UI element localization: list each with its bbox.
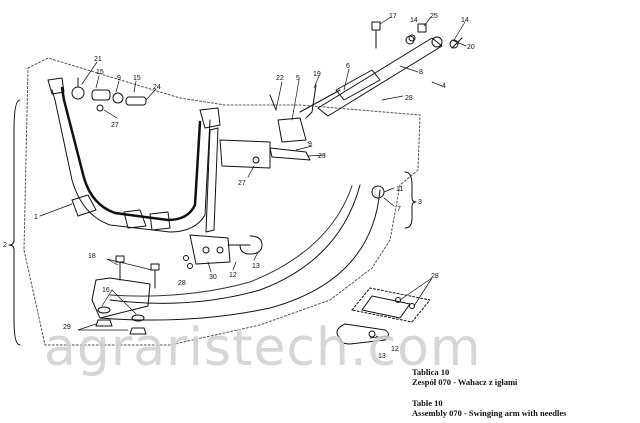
part-25: [417, 23, 427, 33]
bracket-plate: [189, 234, 231, 265]
assembly-2-outline: [23, 57, 421, 346]
label-1: 1: [34, 214, 38, 221]
label-2: 2: [3, 242, 7, 249]
label-16: 16: [102, 287, 110, 294]
label-27b: 27: [238, 180, 246, 187]
leader-lines: [39, 16, 467, 341]
label-8: 8: [419, 69, 423, 76]
label-29: 29: [63, 324, 71, 331]
washer-14-left: [405, 35, 415, 45]
label-19: 19: [313, 71, 321, 78]
label-18: 18: [88, 253, 96, 260]
label-21: 21: [94, 56, 102, 63]
main-frame-tube: [47, 77, 221, 233]
label-30: 30: [209, 274, 217, 281]
fasteners-left: [95, 255, 193, 335]
label-15a: 15: [96, 69, 104, 76]
label-22: 22: [276, 75, 284, 82]
label-17: 17: [389, 13, 397, 20]
brace-3: [404, 171, 417, 229]
label-14a: 14: [410, 17, 418, 24]
caption-pl-table: Tablica 10: [412, 367, 450, 377]
block-5-group: [219, 84, 317, 169]
label-5: 5: [296, 75, 300, 82]
caption-en-assembly: Assembly 070 - Swinging arm with needles: [412, 408, 567, 418]
label-14b: 14: [461, 17, 469, 24]
label-20: 20: [467, 44, 475, 51]
label-24: 24: [153, 84, 161, 91]
label-23: 23: [318, 153, 326, 160]
label-9a: 9: [117, 75, 121, 82]
label-28a: 28: [405, 95, 413, 102]
watermark: agraristech.com: [44, 318, 482, 378]
caption-en-table: Table 10: [412, 398, 443, 408]
label-4: 4: [442, 83, 446, 90]
brace-2: [8, 99, 21, 346]
eye-bolt-left: [227, 235, 263, 255]
label-12b: 12: [391, 346, 399, 353]
label-12a: 12: [229, 272, 237, 279]
caption-pl-assembly: Zespół 070 - Wahacz z igłami: [412, 377, 518, 387]
label-7: 7: [397, 206, 401, 213]
inset-detail: [336, 287, 431, 345]
label-3: 3: [418, 199, 422, 206]
label-13b: 13: [378, 353, 386, 360]
label-13a: 13: [252, 263, 260, 270]
pin-set-left: [71, 77, 147, 112]
pin-20: [451, 37, 463, 49]
part-number-labels: 1 2 3 4 5 6 7 8 9 9 11 12 12 13 13 14 14…: [3, 13, 475, 360]
label-9b: 9: [308, 141, 312, 148]
label-27a: 27: [111, 122, 119, 129]
label-28b: 28: [178, 280, 186, 287]
swinging-arm: [91, 184, 381, 321]
label-11: 11: [396, 186, 403, 193]
label-28c: 28: [431, 273, 439, 280]
needle-rod-assembly: [299, 34, 443, 117]
bolt-17: [371, 21, 381, 49]
label-25: 25: [430, 13, 438, 20]
ball-11: [371, 185, 385, 199]
label-15b: 15: [133, 75, 141, 82]
label-6: 6: [346, 63, 350, 70]
